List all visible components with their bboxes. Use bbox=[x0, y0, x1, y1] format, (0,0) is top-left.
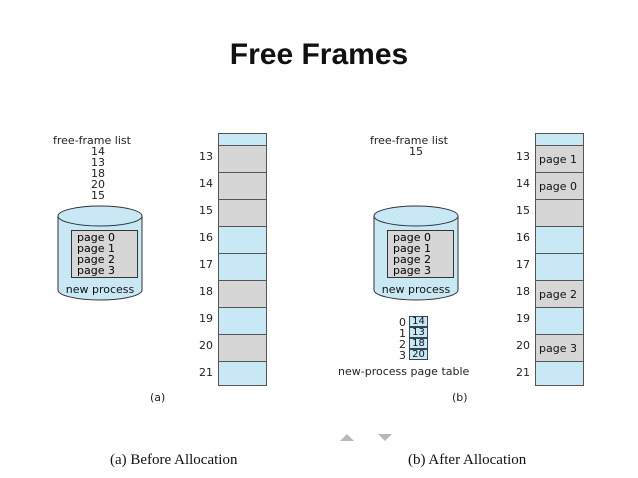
page-entry: page 1 bbox=[393, 242, 431, 255]
frame-number: 14 bbox=[516, 177, 530, 190]
frame-page-label: page 0 bbox=[539, 180, 577, 193]
free-frame-list-a: 14 13 18 20 15 bbox=[80, 146, 116, 201]
memory-frame bbox=[219, 362, 266, 385]
memory-frame bbox=[219, 308, 266, 335]
page-table-index: 2 bbox=[399, 338, 406, 351]
memory-frame bbox=[536, 227, 583, 254]
sublabel-b: (b) bbox=[452, 391, 468, 404]
memory-frame bbox=[219, 227, 266, 254]
frame-number: 15 bbox=[199, 204, 213, 217]
memory-frame bbox=[219, 146, 266, 173]
frame-number: 14 bbox=[199, 177, 213, 190]
page-entry: page 1 bbox=[77, 242, 115, 255]
free-frame-entry: 15 bbox=[409, 145, 423, 158]
memory-frame-top bbox=[536, 134, 583, 146]
frame-number: 15 bbox=[516, 204, 530, 217]
free-frame-entry: 14 bbox=[91, 145, 105, 158]
frame-number: 18 bbox=[516, 285, 530, 298]
memory-frame: page 0 bbox=[536, 173, 583, 200]
page-table-entry: 20 bbox=[409, 349, 428, 360]
page-table-index: 1 bbox=[399, 327, 406, 340]
triangle-up-icon[interactable] bbox=[340, 433, 354, 442]
page-entry: page 3 bbox=[393, 264, 431, 277]
page-entry: page 2 bbox=[393, 253, 431, 266]
frame-page-label: page 2 bbox=[539, 288, 577, 301]
frame-number: 21 bbox=[199, 366, 213, 379]
memory-frame: page 2 bbox=[536, 281, 583, 308]
frame-number: 20 bbox=[516, 339, 530, 352]
memory-column-a bbox=[218, 133, 267, 386]
frame-number: 17 bbox=[199, 258, 213, 271]
process-pages-a: page 0 page 1 page 2 page 3 bbox=[71, 230, 138, 278]
frame-number: 17 bbox=[516, 258, 530, 271]
page-entry: page 3 bbox=[77, 264, 115, 277]
slide-title: Free Frames bbox=[229, 38, 409, 71]
page-table-index: 0 bbox=[399, 316, 406, 329]
frame-number: 19 bbox=[516, 312, 530, 325]
page-table-label: new-process page table bbox=[338, 365, 470, 378]
frame-page-label: page 3 bbox=[539, 342, 577, 355]
free-frame-list-title-b: free-frame list bbox=[370, 134, 448, 147]
free-frame-entry: 20 bbox=[91, 178, 105, 191]
page-table-entry: 14 bbox=[409, 316, 428, 327]
memory-frame bbox=[536, 200, 583, 227]
free-frame-list-b: 15 bbox=[398, 146, 434, 157]
memory-frame bbox=[219, 173, 266, 200]
memory-frame: page 3 bbox=[536, 335, 583, 362]
memory-frame bbox=[219, 335, 266, 362]
frame-number: 16 bbox=[516, 231, 530, 244]
frame-number: 20 bbox=[199, 339, 213, 352]
memory-frame bbox=[536, 254, 583, 281]
caption-before: (a) Before Allocation bbox=[110, 452, 238, 468]
memory-frame bbox=[536, 362, 583, 385]
page-entry: page 2 bbox=[77, 253, 115, 266]
process-pages-b: page 0 page 1 page 2 page 3 bbox=[387, 230, 454, 278]
memory-frame-top bbox=[219, 134, 266, 146]
memory-frame bbox=[219, 281, 266, 308]
page-entry: page 0 bbox=[77, 231, 115, 244]
page-table-entry: 13 bbox=[409, 327, 428, 338]
memory-column-b: page 1 page 0 page 2 page 3 bbox=[535, 133, 584, 386]
new-process-label-a: new process bbox=[65, 283, 135, 296]
page-entry: page 0 bbox=[393, 231, 431, 244]
free-frame-entry: 13 bbox=[91, 156, 105, 169]
frame-number: 21 bbox=[516, 366, 530, 379]
free-frame-list-title-a: free-frame list bbox=[53, 134, 131, 147]
free-frame-entry: 15 bbox=[91, 189, 105, 202]
new-process-label-b: new process bbox=[381, 283, 451, 296]
frame-number: 13 bbox=[199, 150, 213, 163]
sublabel-a: (a) bbox=[150, 391, 166, 404]
page-table-index: 3 bbox=[399, 349, 406, 362]
memory-frame bbox=[536, 308, 583, 335]
frame-number: 19 bbox=[199, 312, 213, 325]
memory-frame bbox=[219, 254, 266, 281]
frame-number: 16 bbox=[199, 231, 213, 244]
triangle-down-icon[interactable] bbox=[378, 433, 392, 442]
frame-number: 18 bbox=[199, 285, 213, 298]
caption-after: (b) After Allocation bbox=[408, 452, 527, 468]
free-frame-entry: 18 bbox=[91, 167, 105, 180]
memory-frame: page 1 bbox=[536, 146, 583, 173]
frame-page-label: page 1 bbox=[539, 153, 577, 166]
frame-number: 13 bbox=[516, 150, 530, 163]
page-table-entry: 18 bbox=[409, 338, 428, 349]
memory-frame bbox=[219, 200, 266, 227]
